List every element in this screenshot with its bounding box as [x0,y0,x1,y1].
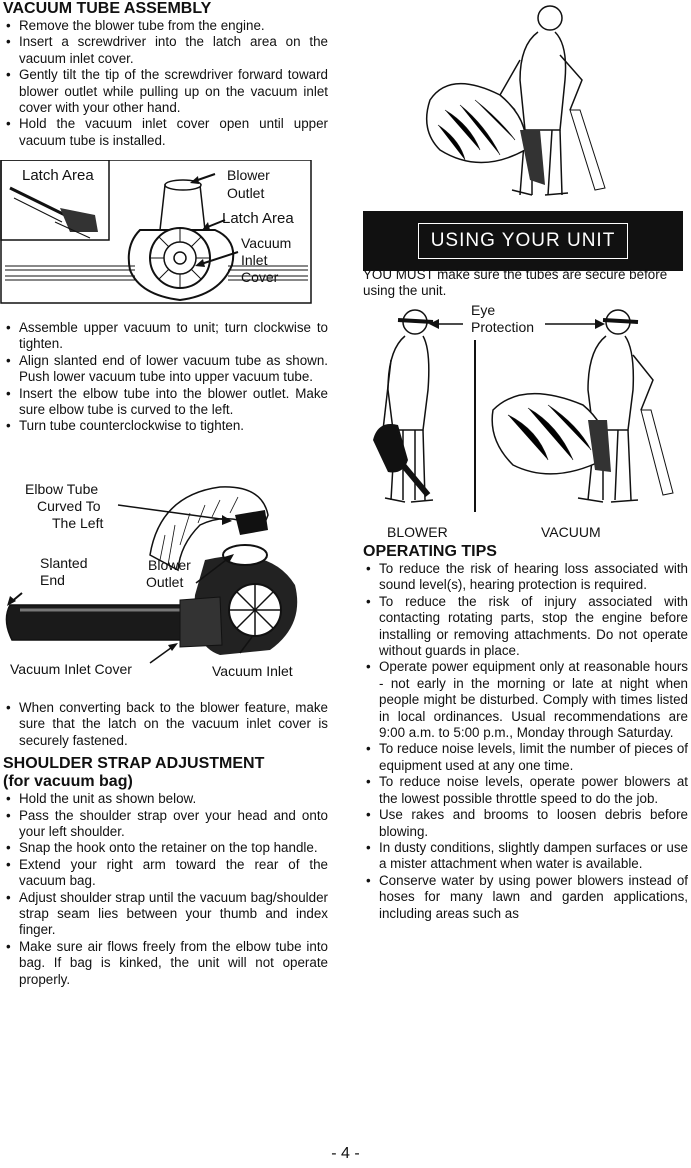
list-item: Hold the unit as shown below. [3,791,328,808]
list-item: To reduce the risk of injury associated … [363,594,688,660]
blower-label: Blower [227,167,270,183]
list-item: Use rakes and brooms to loosen debris be… [363,807,688,840]
operating-tips-section: OPERATING TIPS To reduce the risk of hea… [363,543,688,922]
list-item: When converting back to the blower featu… [3,700,328,749]
vacuum-steps-list: Remove the blower tube from the engine. … [3,18,328,149]
outlet-label: Outlet [227,185,265,201]
vacuum-label: Vacuum [241,235,292,251]
end-label: End [40,572,65,588]
list-item: Operate power equipment only at reasonab… [363,659,688,741]
list-item: Make sure air flows freely from the elbo… [3,939,328,988]
list-item: Insert a screwdriver into the latch area… [3,34,328,67]
operating-tips-heading: OPERATING TIPS [363,543,497,560]
list-item: Gently tilt the tip of the screwdriver f… [3,67,328,116]
list-item: Pass the shoulder strap over your head a… [3,808,328,841]
blower-housing-illustration [0,159,312,304]
list-item: To reduce the risk of hearing loss assoc… [363,561,688,594]
latch-area-label: Latch Area [22,167,94,184]
cover-label: Cover [241,269,279,285]
vacuum-operator-figure [420,0,610,205]
vacuum-inlet-label: Vacuum Inlet [212,663,293,679]
list-item: Adjust shoulder strap until the vacuum b… [3,890,328,939]
shoulder-strap-heading: SHOULDER STRAP ADJUSTMENT [3,755,265,773]
blower-label-2: Blower [148,557,191,573]
list-item: Hold the vacuum inlet cover open until u… [3,116,328,149]
must-note: YOU MUST make sure the tubes are secure … [363,267,688,300]
vacuum-inlet-cover-label: Vacuum Inlet Cover [10,661,132,677]
curved-to-label: Curved To [37,498,101,514]
assemble-section: Assemble upper vacuum to unit; turn cloc… [3,320,328,435]
latch-area-figure: Latch Area Blower Outlet Latch Area Vacu… [0,159,312,304]
assemble-steps-list: Assemble upper vacuum to unit; turn cloc… [3,320,328,435]
outlet-label-2: Outlet [146,574,184,590]
list-item: In dusty conditions, slightly dampen sur… [363,840,688,873]
tube-assembly-illustration [5,486,298,664]
inlet-label: Inlet [241,252,268,268]
protection-label: Protection [471,319,535,335]
person-with-vacuum-illustration [425,5,606,196]
list-item: Turn tube counterclockwise to tighten. [3,418,328,435]
eye-protection-figure: Eye Protection BLOWER VACUUM [363,300,688,540]
list-item: Remove the blower tube from the engine. [3,18,328,35]
list-item: Extend your right arm toward the rear of… [3,857,328,890]
the-left-label: The Left [52,515,104,531]
blower-caption: BLOWER [387,524,448,540]
list-item: Align slanted end of lower vacuum tube a… [3,353,328,386]
using-your-unit-banner: USING YOUR UNIT [363,211,683,271]
banner-title: USING YOUR UNIT [417,223,629,259]
left-column: VACUUM TUBE ASSEMBLY Remove the blower t… [3,0,328,149]
list-item: To reduce noise levels, limit the number… [363,741,688,774]
convert-list: When converting back to the blower featu… [3,700,328,749]
convert-section: When converting back to the blower featu… [3,700,328,988]
strap-steps-list: Hold the unit as shown below. Pass the s… [3,791,328,988]
tube-assembly-figure: Elbow Tube Curved To The Left Slanted En… [0,475,330,685]
slanted-label: Slanted [40,555,88,571]
page-number: - 4 - [331,1145,360,1162]
operating-tips-list: To reduce the risk of hearing loss assoc… [363,561,688,922]
list-item: Insert the elbow tube into the blower ou… [3,386,328,419]
shoulder-strap-subheading: (for vacuum bag) [3,773,133,791]
vacuum-tube-assembly-heading: VACUUM TUBE ASSEMBLY [3,0,212,17]
must-text: YOU MUST make sure the tubes are secure … [363,267,668,299]
blower-and-vacuum-operators-illustration [373,309,674,512]
list-item: Snap the hook onto the retainer on the t… [3,840,328,857]
list-item: Assemble upper vacuum to unit; turn cloc… [3,320,328,353]
list-item: To reduce noise levels, operate power bl… [363,774,688,807]
eye-label: Eye [471,302,496,318]
elbow-tube-label: Elbow Tube [25,481,99,497]
latch-area-label-2: Latch Area [222,210,294,227]
vacuum-caption: VACUUM [541,524,601,540]
list-item: Conserve water by using power blowers in… [363,873,688,922]
